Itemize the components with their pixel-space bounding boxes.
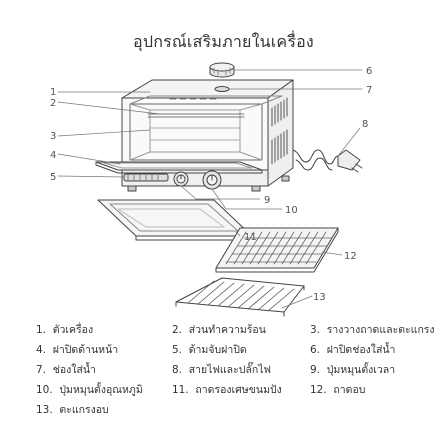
callout-13: 13 [313,292,326,303]
callout-11: 11 [244,232,257,243]
callout-numbers: 1 2 3 4 5 6 7 8 9 10 11 12 13 [50,66,372,303]
callout-6: 6 [366,66,372,77]
legend-item-5: 5. ด้ามจับฝาปิด [172,344,247,356]
temperature-knob [202,170,222,190]
callout-4: 4 [50,150,56,161]
callout-2: 2 [50,98,56,109]
legend-item-2: 2. ส่วนทำความร้อน [172,324,266,336]
heating-element-top [147,113,245,118]
leader-lines [57,69,363,309]
callout-12: 12 [344,251,357,262]
timer-knob [173,171,189,187]
legend-item-11: 11. ถาดรองเศษขนมปัง [172,384,282,396]
legend-item-12: 12. ถาดอบ [310,384,366,396]
oven-body [121,79,294,192]
callout-8: 8 [362,119,368,130]
baking-tray [215,227,339,273]
callout-3: 3 [50,131,56,142]
legend-item-3: 3. รางวางถาดและตะแกรง [310,324,435,336]
callout-7: 7 [366,85,372,96]
door-handle [123,173,169,182]
front-door [95,161,263,174]
wire-rack [175,277,305,317]
callout-1: 1 [50,87,56,98]
legend-item-9: 9. ปุ่มหมุนตั้งเวลา [310,364,396,376]
legend-item-10: 10. ปุ่มหมุนตั้งอุณหภูมิ [36,384,143,396]
water-tank-cap [209,62,235,78]
power-cord [292,149,363,173]
legend-item-4: 4. ฝาปิดด้านหน้า [36,344,119,356]
legend-item-7: 7. ช่องใส่น้ำ [36,364,96,376]
callout-9: 9 [264,195,270,206]
legend-item-1: 1. ตัวเครื่อง [36,324,94,336]
legend-item-8: 8. สายไฟและปลั๊กไฟ [172,364,271,376]
water-inlet [214,86,230,92]
legend-item-13: 13. ตะแกรงอบ [36,404,109,416]
diagram-title: อุปกรณ์เสริมภายในเครื่อง [133,32,314,51]
callout-10: 10 [285,205,298,216]
side-vents [271,97,288,165]
callout-5: 5 [50,172,56,183]
legend-item-6: 6. ฝาปิดช่องใส่น้ำ [310,344,396,356]
crumb-tray [97,199,253,241]
